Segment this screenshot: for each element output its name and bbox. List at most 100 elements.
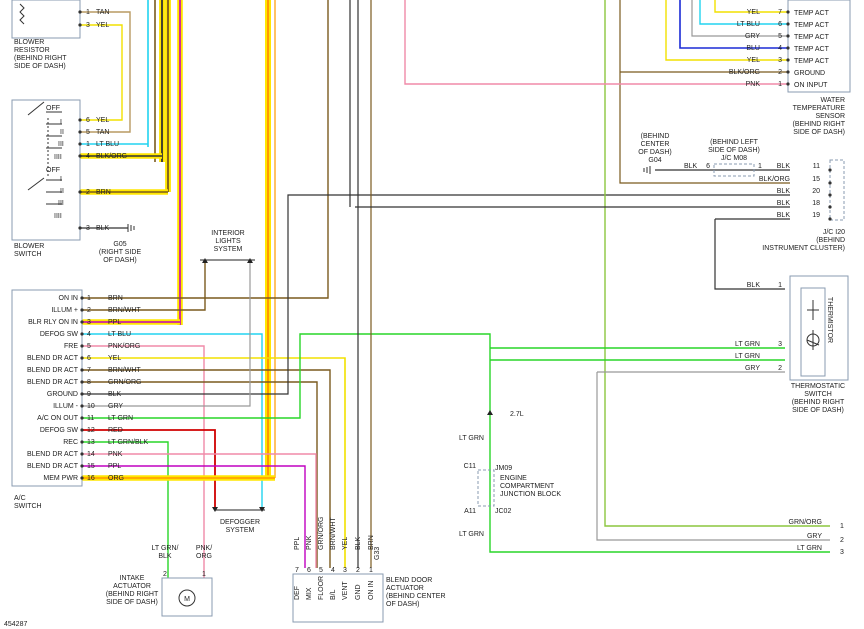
wire-grnorg-blend8 [82, 381, 318, 568]
wire-label: BLK [96, 225, 110, 232]
jc-i20-caption: J/C I20 [823, 229, 845, 236]
ac-terminal-dot [80, 356, 84, 360]
pin-number: 12 [87, 427, 95, 434]
pin-number: 14 [87, 451, 95, 458]
pin-number: 2 [86, 189, 90, 196]
wire-grnorg-out [604, 0, 830, 527]
pin-number: 1 [86, 9, 90, 16]
interior-lights-caption: INTERIOR [211, 230, 244, 237]
wire-label: BRN [96, 189, 111, 196]
water-temp-caption: SENSOR [815, 113, 845, 120]
blend-pin-name: ON IN [368, 581, 375, 600]
ac-pin-name: ILLUM - [53, 403, 79, 410]
switch-mark: II [60, 188, 64, 195]
jc-m08-box [713, 163, 755, 177]
wire-brnwht-blend7 [82, 369, 331, 568]
pin-number: 5 [319, 567, 323, 574]
intake-actuator-box [161, 577, 213, 617]
wire-label: LT GRN [735, 353, 760, 360]
jc-m08-caption: (BEHIND LEFT [710, 139, 759, 146]
water-temp-caption: TEMPERATURE [793, 105, 846, 112]
ac-pin-name: BLEND DR ACT [27, 367, 79, 374]
blower-switch-caption: BLOWER [14, 243, 44, 250]
wire-label: PPL [108, 319, 121, 326]
jc02-label: JC02 [495, 508, 511, 515]
wire-label: BLK/ORG [729, 69, 760, 76]
i20-terminal-dot [828, 181, 832, 185]
thermostatic-box [789, 275, 849, 381]
wires-layer [80, 0, 830, 578]
thermistor-icon [806, 300, 820, 350]
water-temp-caption: WATER [821, 97, 846, 104]
wire-ltblu-defog [82, 333, 263, 508]
pin-number: 15 [812, 176, 820, 183]
water-pin-name: TEMP ACT [794, 46, 830, 53]
pin-number: 6 [706, 163, 710, 170]
pin-number: 7 [778, 9, 782, 16]
wire-pnk-wt1 [404, 0, 788, 85]
blower-resistor-caption: RESISTOR [14, 47, 50, 54]
interior-lights-caption: LIGHTS [215, 238, 241, 245]
wire-gry-illum [82, 262, 251, 407]
wire-blk-thermo1 [714, 219, 785, 290]
pin-number: 2 [778, 69, 782, 76]
ac-pin-name: A/C ON OUT [37, 415, 79, 422]
intake-actuator-caption: INTAKE [120, 575, 145, 582]
switch-mark: III [58, 200, 64, 207]
ac-pin-name: BLEND DR ACT [27, 379, 79, 386]
wire-label: BLK [777, 212, 791, 219]
wire-label: BLK [747, 282, 761, 289]
jc-i20-caption: INSTRUMENT CLUSTER) [762, 245, 845, 252]
wire-tan-resistor [80, 11, 131, 133]
wire-yel-blend6 [82, 357, 346, 568]
length-27-label: 2.7L [510, 411, 524, 418]
ac-pin-name: REC [63, 439, 78, 446]
wire-label: GRY [108, 403, 123, 410]
intake-actuator-caption: (BEHIND RIGHT [106, 591, 159, 598]
wire-label: BRN [108, 295, 123, 302]
wire-label: BLK [777, 163, 791, 170]
ac-terminal-dot [80, 452, 84, 456]
wire-pnkorg-fre [82, 345, 205, 578]
pin-number: 6 [86, 117, 90, 124]
wire-label: TAN [96, 9, 109, 16]
wire-ltgrn-rec [82, 441, 169, 578]
pin-number: 6 [307, 567, 311, 574]
ac-terminal-dot [80, 440, 84, 444]
water-temp-caption: (BEHIND RIGHT [793, 121, 846, 128]
wire-label: TAN [96, 129, 109, 136]
ac-terminal-dot [80, 416, 84, 420]
ac-terminal-dot [80, 308, 84, 312]
g04-caption: CENTER [641, 141, 670, 148]
terminal-dot [78, 142, 82, 146]
wire-label: LT GRN/BLK [108, 439, 149, 446]
pin-number: 3 [343, 567, 347, 574]
ac-pin-name: FRE [64, 343, 78, 350]
switch-mark: OFF [46, 167, 60, 174]
pin-number: 2 [778, 365, 782, 372]
wire-label: BLK [684, 163, 698, 170]
pin-number: 5 [87, 343, 91, 350]
wire-label: PNK/ [196, 545, 212, 552]
wire-blk-ground [82, 194, 790, 395]
ac-terminal-dot [80, 392, 84, 396]
water-temp-box [787, 0, 851, 93]
pin-number: 16 [87, 475, 95, 482]
junction-block-caption: ENGINE [500, 475, 527, 482]
motor-icon [178, 589, 196, 607]
thermistor-box [800, 287, 826, 377]
blend-door-caption: ACTUATOR [386, 585, 424, 592]
jc-i20-caption: (BEHIND [816, 237, 845, 244]
blower-resistor-caption: SIDE OF DASH) [14, 63, 66, 70]
wire-label: GRY [745, 33, 760, 40]
pin-number: 4 [778, 45, 782, 52]
defogger-caption: SYSTEM [226, 527, 255, 534]
terminal-dot [78, 154, 82, 158]
pin-number: 2 [840, 537, 844, 544]
wire-label: BRN [368, 535, 375, 550]
ac-switch-caption: SWITCH [14, 503, 42, 510]
water-pin-name: ON INPUT [794, 82, 828, 89]
water-temp-caption: SIDE OF DASH) [793, 129, 845, 136]
wire-label: LT GRN [735, 341, 760, 348]
wire-label: LT BLU [96, 141, 119, 148]
